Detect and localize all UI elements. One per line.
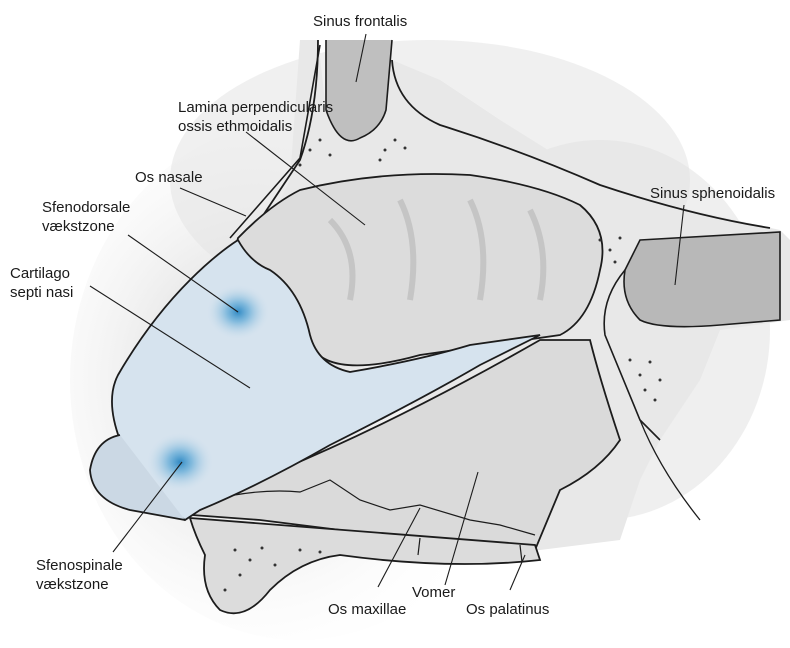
sfenospinale-growth-zone xyxy=(146,432,214,492)
label-sinus-sphenoidalis: Sinus sphenoidalis xyxy=(650,184,775,203)
label-sinus-frontalis: Sinus frontalis xyxy=(313,12,407,31)
label-vomer: Vomer xyxy=(412,583,455,602)
label-os-palatinus: Os palatinus xyxy=(466,600,549,619)
label-os-nasale: Os nasale xyxy=(135,168,203,187)
label-os-maxillae: Os maxillae xyxy=(328,600,406,619)
